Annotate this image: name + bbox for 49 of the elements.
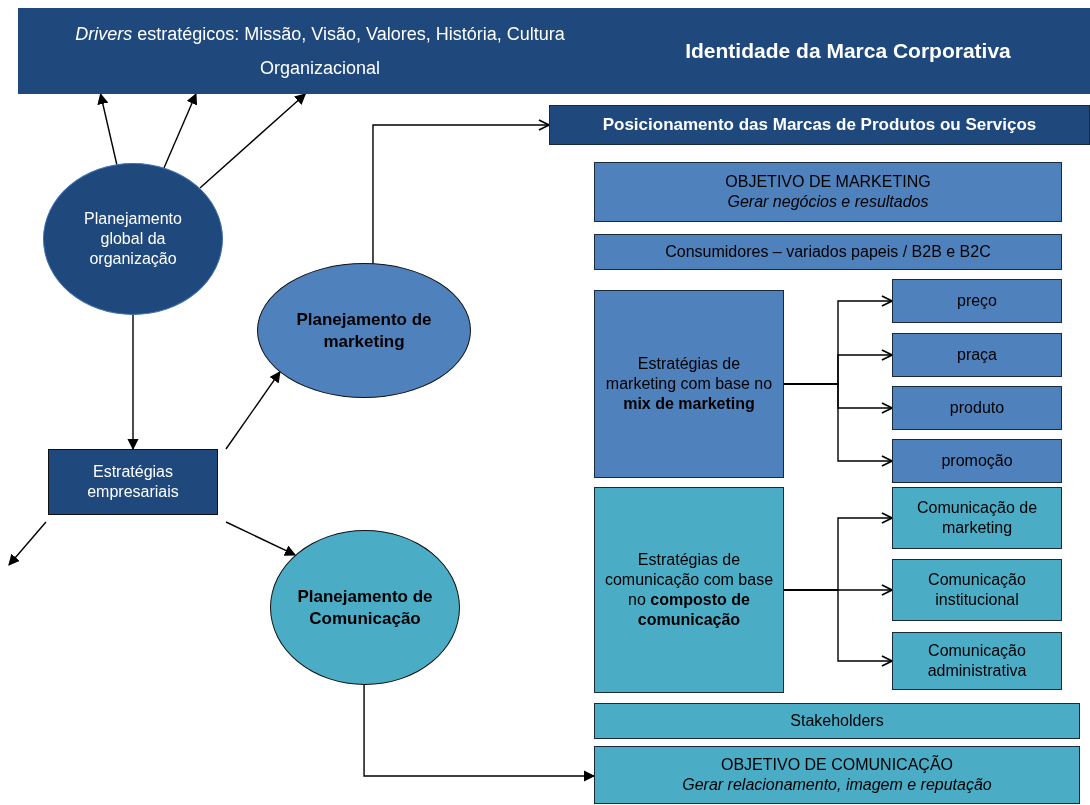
node-title: Drivers estratégicos: Missão, Visão, Valores, História, Cultura Organizacional: [74, 22, 566, 80]
mix-item-box: [892, 386, 1062, 430]
arrow: [363, 683, 596, 782]
node-title: OBJETIVO DE COMUNICAÇÃO: [721, 755, 953, 775]
node-title: Stakeholders: [790, 711, 884, 731]
node-title: Estratégias empresariais: [86, 462, 180, 502]
node-subtitle: Identidade da Marca Corporativa: [684, 38, 1012, 65]
node-subtitle: Gerar relacionamento, imagem e reputação: [682, 775, 992, 795]
strategy-box: [594, 487, 784, 693]
communication-item-box: [892, 632, 1062, 690]
node-title: Planejamento de Comunicação: [296, 586, 434, 629]
arrow: [225, 371, 281, 450]
consumer-box: [594, 234, 1062, 270]
node-title: preço: [957, 291, 997, 311]
node-title: OBJETIVO DE MARKETING: [725, 172, 931, 192]
arrow: [8, 521, 47, 566]
arrow: [783, 383, 893, 467]
objective-box: [594, 746, 1080, 804]
node-title: Estratégias de comunicação com base no composto de comunicação: [603, 550, 775, 630]
strategy-box: [594, 290, 784, 478]
arrow: [199, 93, 307, 189]
arrow: [97, 92, 118, 166]
node-title: Consumidores – variados papeis / B2B e B2C: [665, 242, 991, 262]
mix-item-box: [892, 333, 1062, 377]
positioning-box: [549, 105, 1090, 145]
node-title: Comunicação administrativa: [926, 641, 1028, 681]
arrow: [127, 314, 139, 451]
mix-item-box: [892, 439, 1062, 483]
node-title: Planejamento de marketing: [295, 309, 433, 352]
node-title: praça: [957, 345, 997, 365]
node-title: Comunicação de marketing: [915, 498, 1039, 538]
communication-item-box: [892, 559, 1062, 621]
mix-item-box: [892, 279, 1062, 323]
strategy-box: [48, 449, 218, 515]
stakeholders-box: [594, 703, 1080, 739]
arrow: [163, 92, 198, 169]
objective-box: [594, 162, 1062, 222]
node-subtitle: Gerar negócios e resultados: [727, 192, 929, 212]
node-title: promoção: [941, 451, 1013, 471]
node-title: Posicionamento das Marcas de Produtos ou Serviços: [602, 114, 1037, 136]
arrow: [225, 521, 297, 556]
arrow: [372, 119, 550, 265]
communication-item-box: [892, 487, 1062, 549]
header-banner: [18, 8, 1090, 94]
arrow: [783, 589, 893, 667]
node-title: Comunicação institucional: [927, 570, 1027, 610]
node-title: produto: [949, 398, 1005, 418]
node-title: Planejamento global da organização: [83, 209, 183, 269]
node-title: Estratégias de marketing com base no mix de marketing: [604, 354, 774, 414]
